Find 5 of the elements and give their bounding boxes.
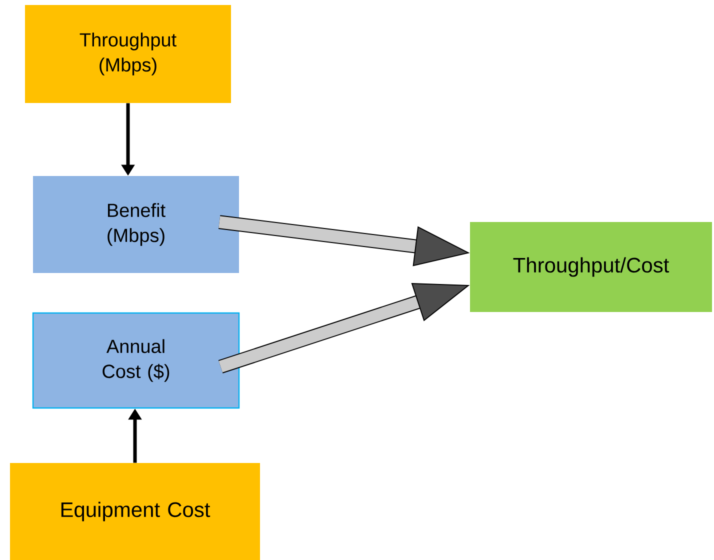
output-box: Throughput/Cost — [470, 222, 712, 312]
input-box: Equipment Cost — [10, 463, 260, 560]
input-box: Throughput (Mbps) — [25, 5, 231, 103]
process-box: Benefit (Mbps) — [33, 176, 239, 273]
process-box: Annual Cost ($) — [32, 312, 240, 409]
